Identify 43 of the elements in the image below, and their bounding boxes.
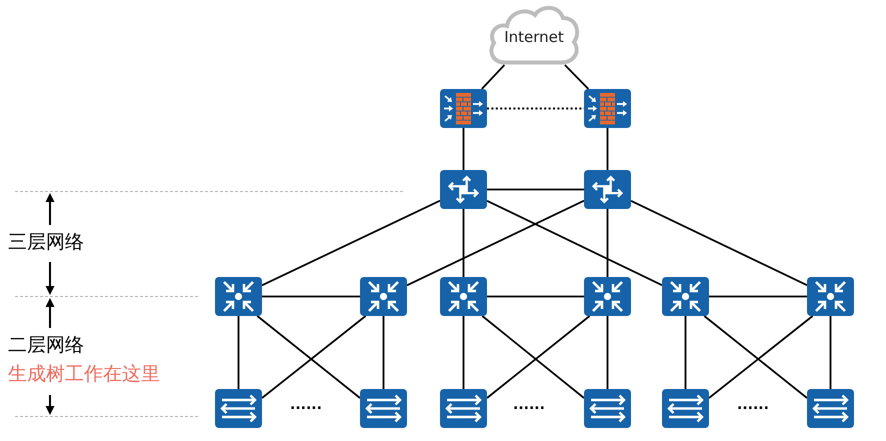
dotted-link-line — [487, 108, 584, 110]
link-line — [606, 128, 608, 170]
switch-icon — [584, 389, 631, 428]
router-icon — [584, 170, 631, 209]
ellipsis-text: ...... — [513, 396, 545, 414]
layer-label: 三层网络 — [8, 231, 84, 254]
link-line — [406, 200, 584, 286]
link-line — [487, 296, 584, 298]
firewall-icon — [584, 89, 631, 128]
link-line — [262, 296, 360, 298]
l3-switch-icon — [662, 277, 709, 316]
link-line — [606, 316, 608, 389]
link-line — [487, 188, 584, 190]
link-line — [462, 128, 464, 170]
l3-switch-icon — [360, 277, 407, 316]
switch-icon — [662, 389, 709, 428]
switch-icon — [360, 389, 407, 428]
ellipsis-text: ...... — [290, 396, 322, 414]
link-line — [709, 296, 807, 298]
note-text: 生成树工作在这里 — [8, 363, 160, 386]
link-line — [830, 316, 832, 389]
link-line — [262, 200, 440, 286]
link-line — [486, 200, 662, 286]
link-line — [462, 316, 464, 389]
switch-icon — [440, 389, 487, 428]
layer-label: 二层网络 — [8, 334, 84, 357]
link-line — [481, 64, 506, 90]
l3-switch-icon — [584, 277, 631, 316]
link-line — [684, 316, 686, 389]
link-line — [606, 209, 608, 277]
switch-icon — [215, 389, 262, 428]
router-icon — [440, 170, 487, 209]
link-line — [238, 316, 240, 389]
switch-icon — [807, 389, 854, 428]
l3-switch-icon — [807, 277, 854, 316]
ellipsis-text: ...... — [737, 396, 769, 414]
firewall-icon — [440, 89, 487, 128]
link-line — [564, 64, 590, 90]
link-line — [462, 209, 464, 277]
link-line — [382, 316, 384, 389]
link-line — [630, 200, 808, 286]
l3-switch-icon — [215, 277, 262, 316]
l3-switch-icon — [440, 277, 487, 316]
